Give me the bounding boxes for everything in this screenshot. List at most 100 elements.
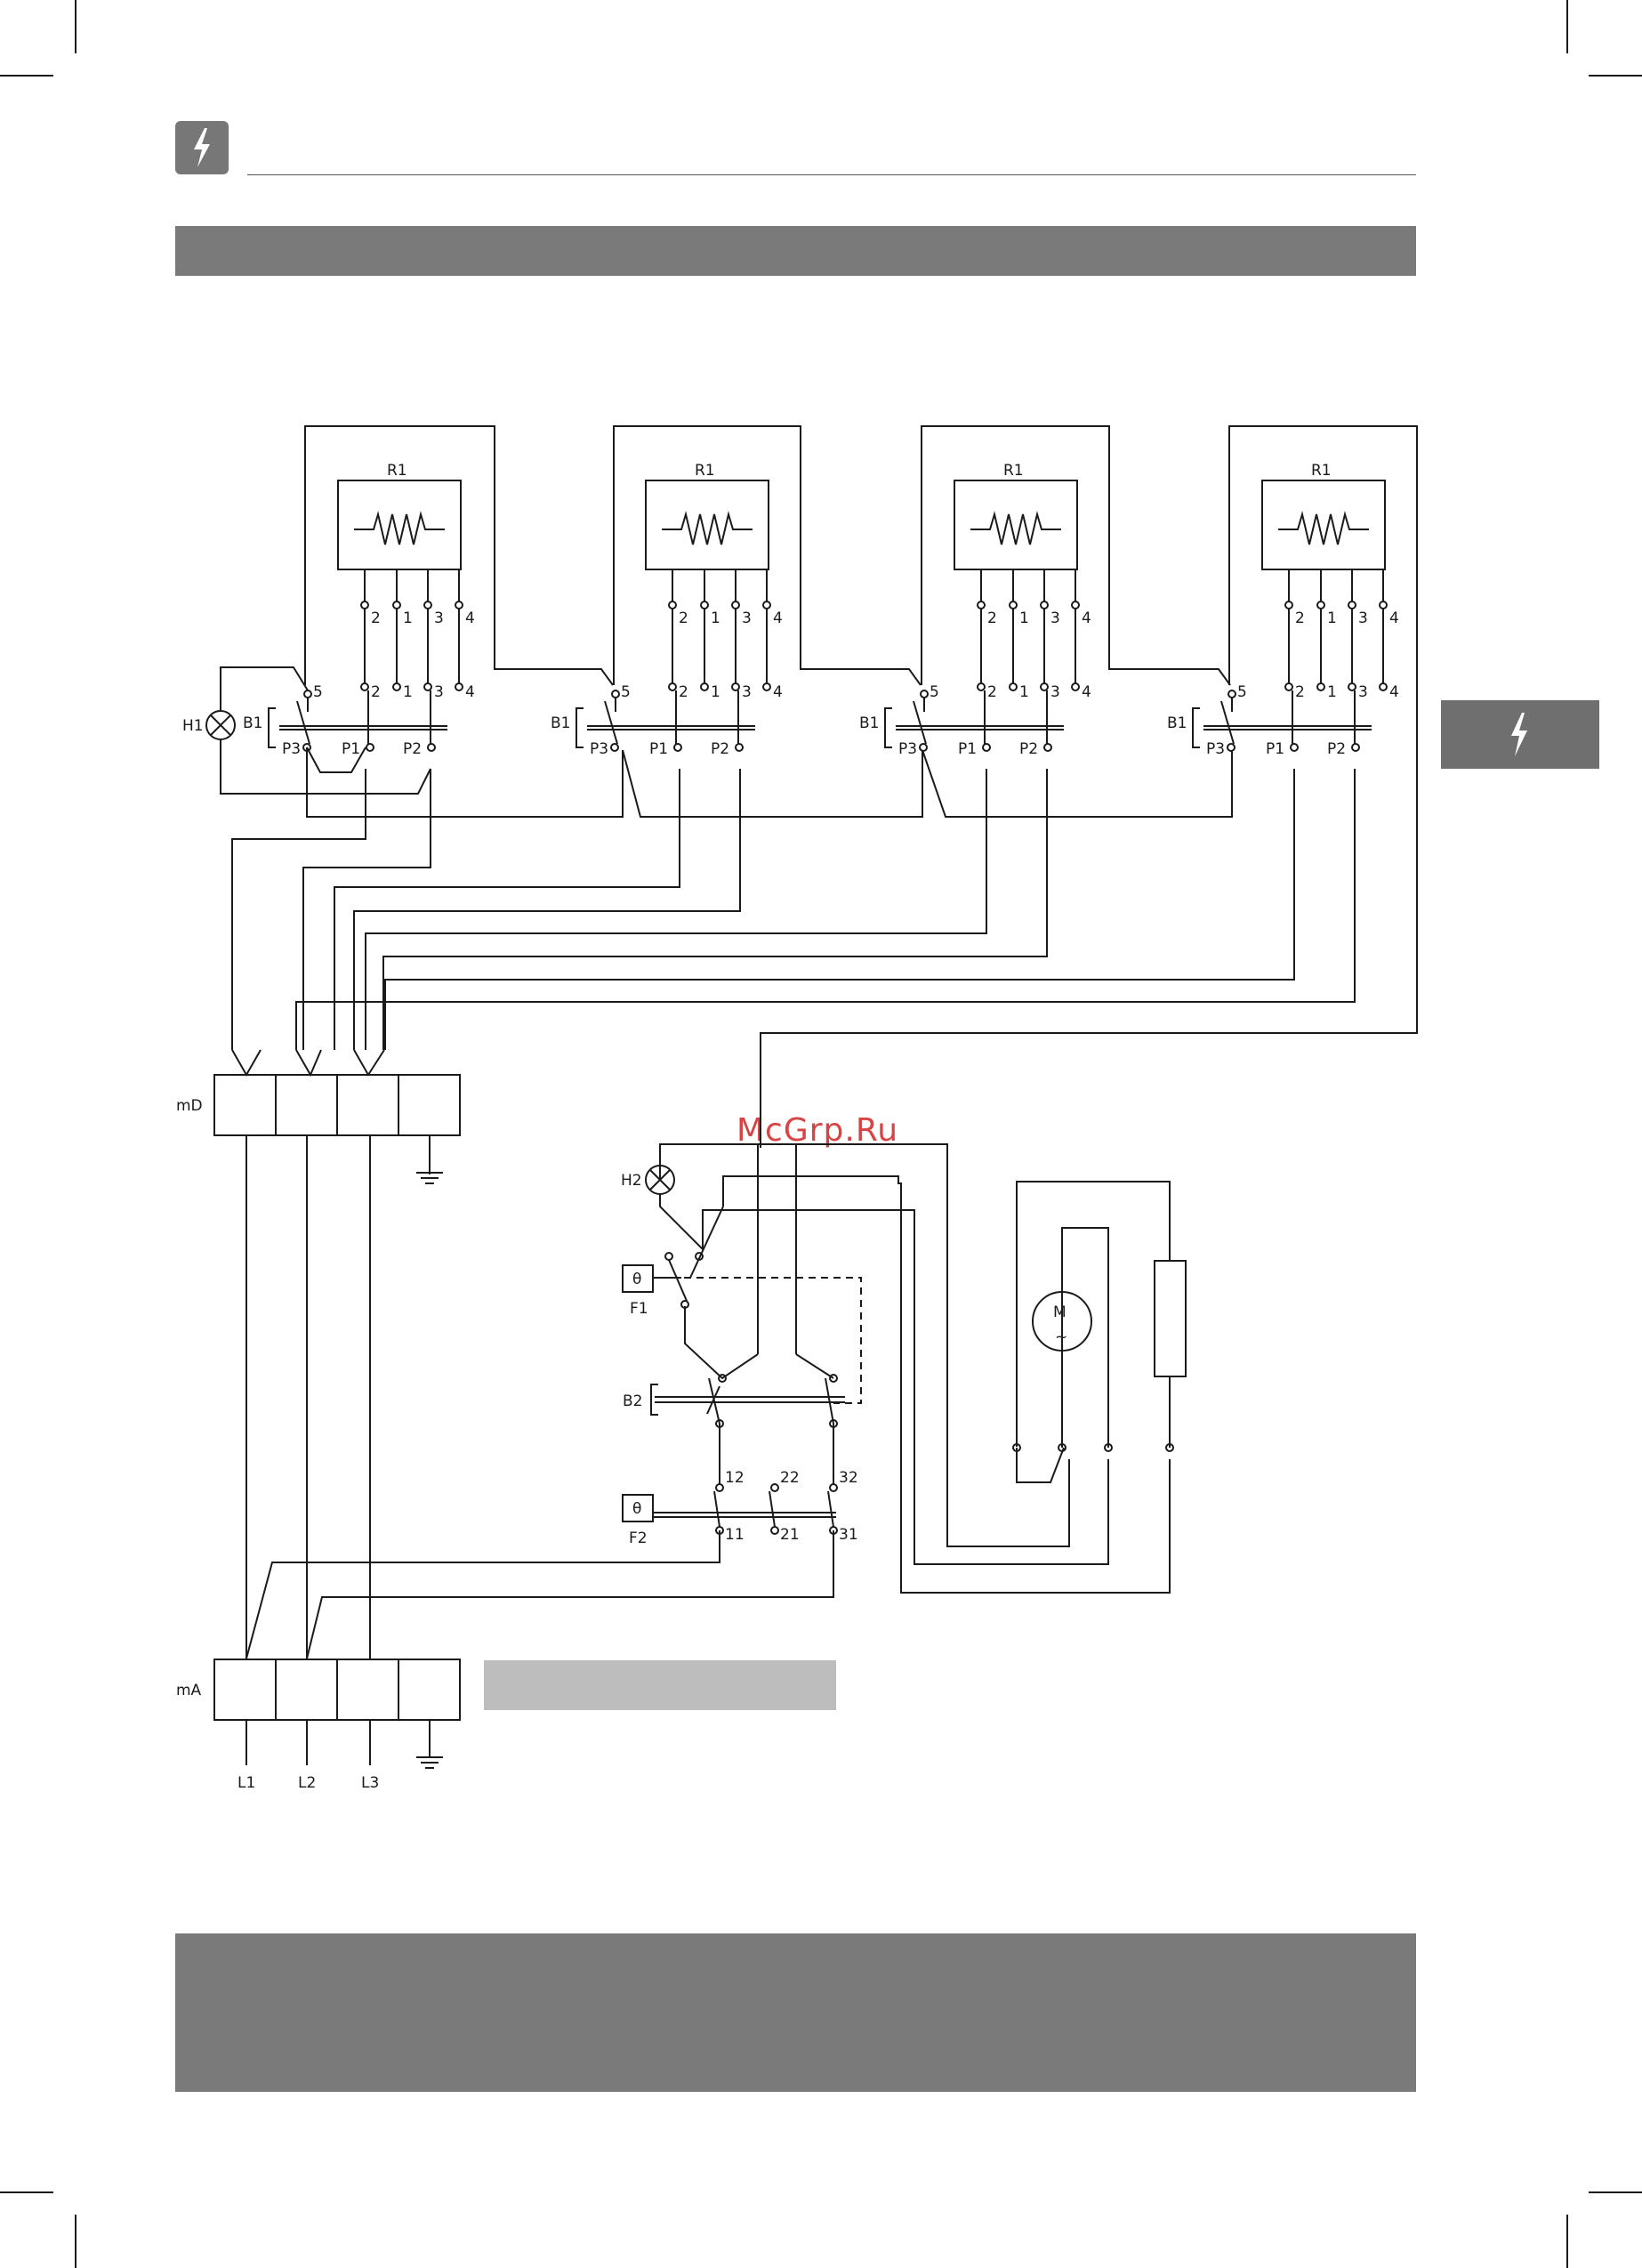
f2-pin-label: 32 xyxy=(839,1469,858,1487)
pin xyxy=(668,682,677,691)
pin xyxy=(1348,601,1356,609)
pin xyxy=(360,682,369,691)
f2-pin-label: 22 xyxy=(780,1469,800,1487)
wire xyxy=(708,1377,720,1425)
crop-mark xyxy=(0,2191,53,2193)
terminal-arrow xyxy=(295,1049,322,1078)
wire xyxy=(659,1194,704,1250)
wire xyxy=(689,1206,724,1279)
resistor-zigzag xyxy=(662,511,753,545)
pin xyxy=(455,682,463,691)
motor-label: M xyxy=(1053,1303,1066,1321)
switch-pin-label: 3 xyxy=(742,683,752,701)
crop-mark xyxy=(75,2215,76,2268)
wire xyxy=(760,425,1418,1148)
switch-bracket xyxy=(268,707,276,748)
resistor-pin-label: 4 xyxy=(773,609,783,627)
section-tab[interactable] xyxy=(1441,700,1599,769)
wire xyxy=(382,769,1048,1050)
crop-mark xyxy=(1589,2191,1642,2193)
switch-pin-label: 1 xyxy=(1019,683,1029,701)
pin xyxy=(366,743,374,752)
wire xyxy=(353,769,741,1050)
pin xyxy=(1316,601,1325,609)
wire xyxy=(825,1377,834,1425)
wire xyxy=(384,769,1295,1050)
pin xyxy=(360,601,369,609)
pin xyxy=(1316,682,1325,691)
pin xyxy=(1009,682,1018,691)
wire xyxy=(231,769,366,1050)
pin xyxy=(1040,682,1049,691)
switch-pin-label: 3 xyxy=(1358,683,1368,701)
switch-output-label: P3 xyxy=(282,740,301,758)
wire xyxy=(672,1277,862,1404)
switch-pin-label: 5 xyxy=(313,683,323,701)
pin xyxy=(977,682,986,691)
switch-blade xyxy=(769,1490,776,1528)
pin xyxy=(977,601,986,609)
switch-pin-label: 5 xyxy=(930,683,939,701)
pin xyxy=(673,743,682,752)
switch-label: B1 xyxy=(551,714,570,732)
pin xyxy=(1379,601,1388,609)
crop-mark xyxy=(75,0,76,53)
switch-pin-label: 1 xyxy=(403,683,413,701)
switch-pin-label: 1 xyxy=(1327,683,1337,701)
crop-mark xyxy=(0,75,53,77)
resistor-zigzag xyxy=(1278,511,1369,545)
wire xyxy=(306,747,624,818)
wire xyxy=(1016,1447,1065,1483)
resistor-pin-label: 2 xyxy=(987,609,997,627)
pin xyxy=(610,743,619,752)
switch-output-label: P3 xyxy=(1206,740,1225,758)
pin xyxy=(700,682,709,691)
wire xyxy=(220,739,431,795)
pin xyxy=(731,601,740,609)
wire xyxy=(295,769,1356,1050)
wire xyxy=(302,769,431,1050)
pin xyxy=(1071,601,1080,609)
switch-bracket xyxy=(884,707,892,748)
switch-output-label: P1 xyxy=(1266,740,1284,758)
wire xyxy=(795,1353,834,1379)
wire xyxy=(306,1530,834,1659)
resistor-pin-label: 2 xyxy=(371,609,381,627)
switch-pin-label: 2 xyxy=(371,683,381,701)
switch-label: B1 xyxy=(1167,714,1187,732)
wire xyxy=(220,666,309,711)
heater-element xyxy=(1154,1260,1187,1377)
resistor-label: R1 xyxy=(695,462,715,480)
thermostat-symbol: θ xyxy=(632,1500,641,1518)
pin xyxy=(770,1483,779,1492)
switch-label: B1 xyxy=(243,714,262,732)
wire xyxy=(702,1209,1109,1565)
pin xyxy=(1348,682,1356,691)
lamp-cross xyxy=(210,714,231,736)
thermostat-symbol: θ xyxy=(632,1271,641,1288)
wire xyxy=(706,1385,720,1415)
resistor-pin-label: 4 xyxy=(1389,609,1399,627)
pin xyxy=(1227,690,1236,698)
pin xyxy=(423,682,432,691)
pin xyxy=(455,601,463,609)
pin xyxy=(1290,743,1299,752)
switch-output-label: P2 xyxy=(1019,740,1038,758)
switch-pin-label: 4 xyxy=(773,683,783,701)
pin xyxy=(423,601,432,609)
switch-pin-label: 1 xyxy=(711,683,720,701)
wire xyxy=(245,1530,720,1659)
pin xyxy=(1379,682,1388,691)
switch-pin-label: 2 xyxy=(1295,683,1305,701)
pin xyxy=(919,743,928,752)
switch-output-label: P1 xyxy=(958,740,977,758)
switch-output-label: P3 xyxy=(590,740,608,758)
thermostat-f1-label: F1 xyxy=(630,1300,648,1318)
terminal-arrow xyxy=(231,1049,262,1078)
pin xyxy=(392,601,401,609)
pin xyxy=(1009,601,1018,609)
caption-box xyxy=(484,1660,836,1710)
switch-output-label: P2 xyxy=(711,740,729,758)
switch-blade xyxy=(713,1490,720,1528)
